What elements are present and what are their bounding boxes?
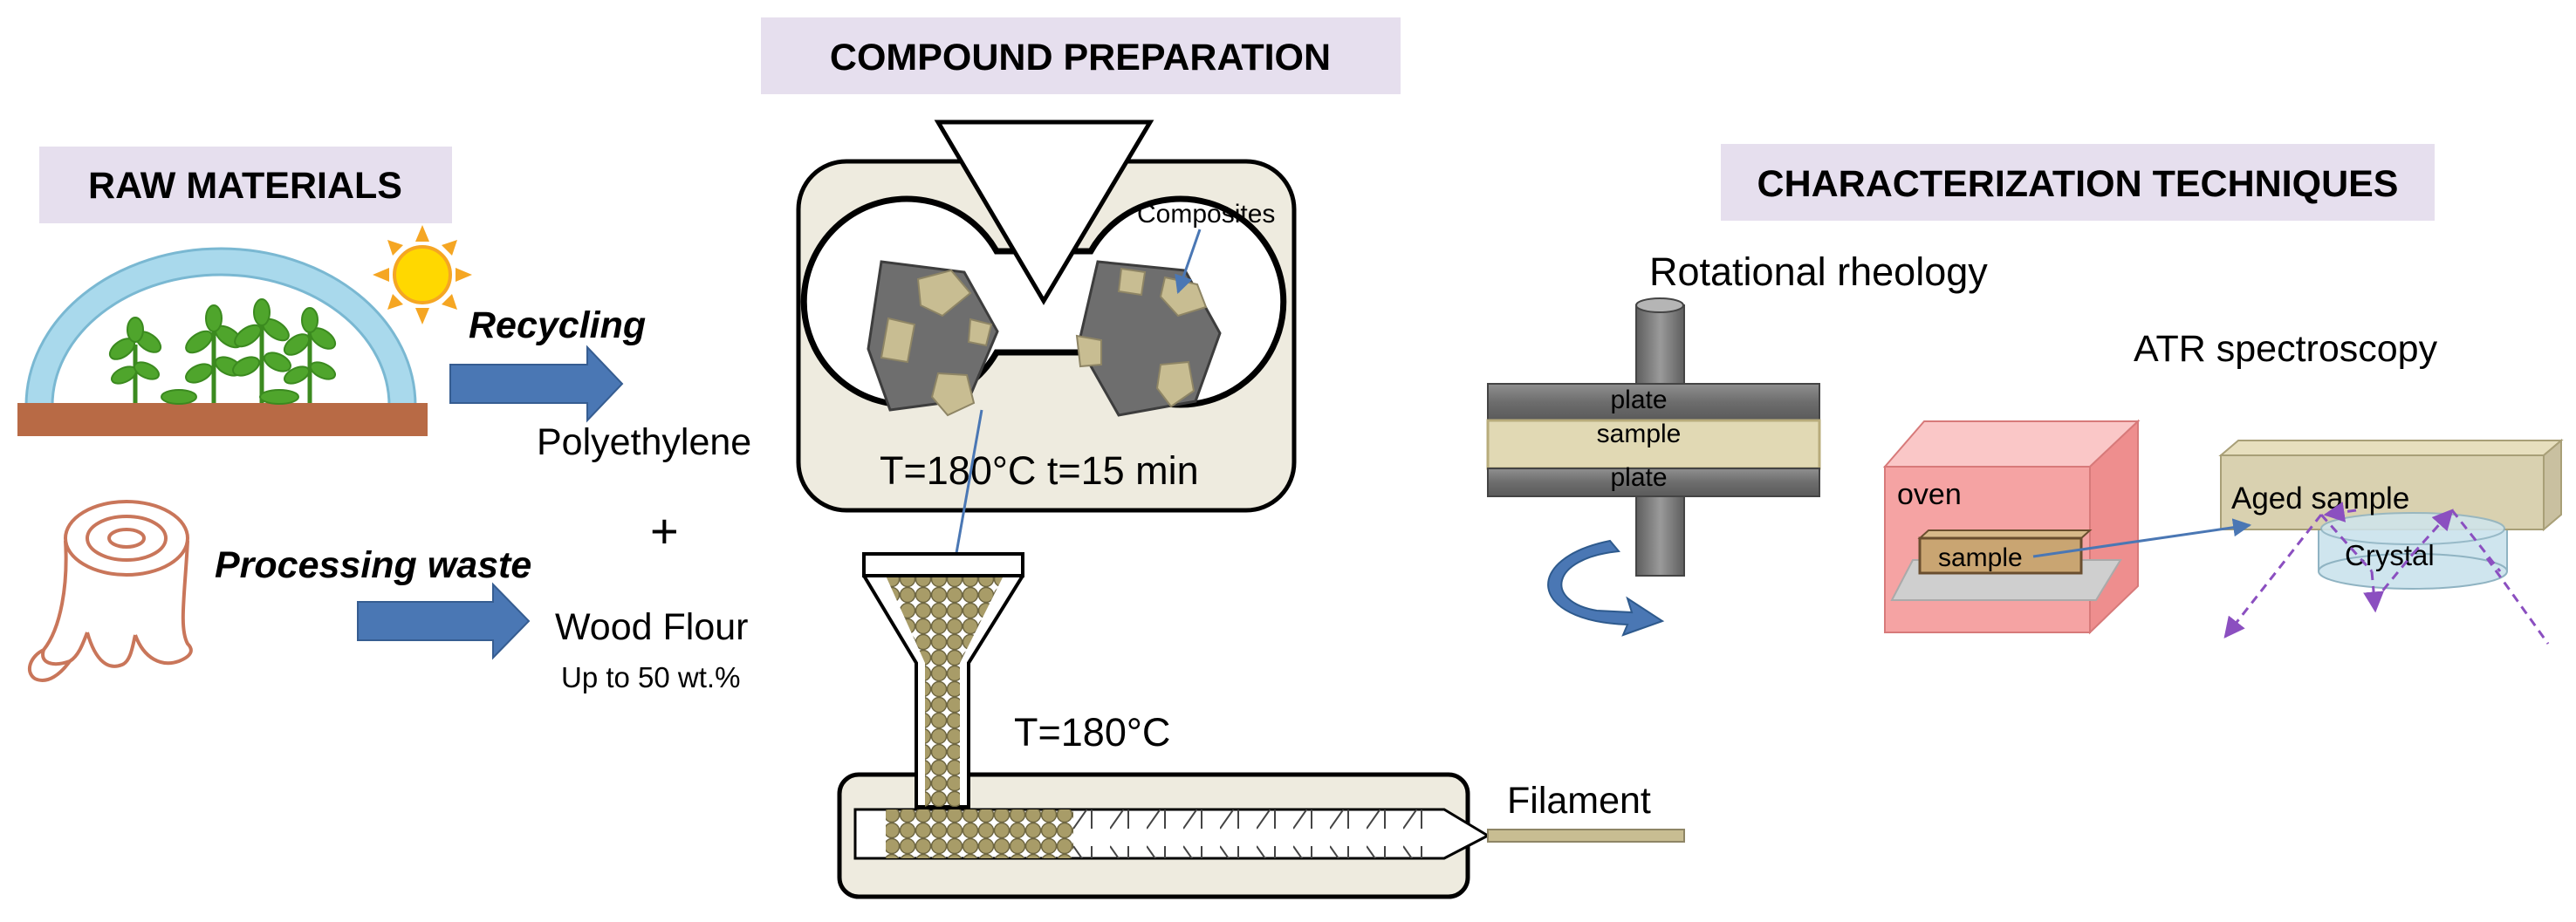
processing-waste-label: Processing waste: [215, 544, 531, 586]
filament-label: Filament: [1507, 780, 1651, 822]
filament: [1487, 829, 1685, 843]
left-rotor: [867, 260, 999, 417]
aged-sample-label: Aged sample: [2231, 481, 2409, 516]
rheology-sample: [1486, 419, 1821, 470]
plus-sign: +: [650, 503, 679, 558]
atr-title: ATR spectroscopy: [2134, 328, 2438, 370]
mixer-hopper: [934, 120, 1154, 305]
oven-to-atr-arrow: [2032, 518, 2252, 558]
composites-pointer: [1175, 229, 1202, 294]
right-rotor: [1075, 260, 1222, 417]
crystal-label: Crystal: [2345, 539, 2435, 571]
plate-bottom-label: plate: [1610, 463, 1667, 492]
rheology-sample-label: sample: [1597, 420, 1682, 448]
raw-materials-section: RAW MATERIALS: [17, 147, 751, 693]
composites-label: Composites: [1137, 200, 1275, 229]
sun-icon: [373, 225, 472, 324]
extruder-temperature: T=180°C: [1014, 710, 1170, 755]
atr-cell: [2218, 438, 2564, 590]
wood-flour-amount: Up to 50 wt.%: [561, 661, 740, 693]
oven-label: oven: [1897, 478, 1962, 511]
rotation-arrow-icon: [1547, 539, 1665, 637]
polyethylene-label: Polyethylene: [537, 421, 751, 463]
aged-sample: [2218, 440, 2564, 456]
screw: [1073, 809, 1440, 858]
raw-materials-header: RAW MATERIALS: [88, 165, 402, 207]
bottom-plate: [1487, 468, 1820, 497]
top-plate: [1487, 383, 1820, 421]
rheology-title: Rotational rheology: [1649, 249, 1988, 294]
characterization-header: CHARACTERIZATION TECHNIQUES: [1757, 163, 2399, 205]
tree-stump-icon: [27, 500, 193, 682]
compound-preparation-header: COMPOUND PREPARATION: [830, 37, 1331, 79]
mixer-conditions: T=180°C t=15 min: [880, 448, 1199, 493]
characterization-section: CHARACTERIZATION TECHNIQUES Rotational r…: [1486, 144, 2564, 645]
compound-preparation-section: COMPOUND PREPARATION: [761, 17, 1685, 899]
feed-hopper: [862, 552, 1024, 809]
oven-sample-label: sample: [1938, 543, 2023, 572]
internal-mixer: [796, 120, 1297, 513]
pellets-in-barrel: [886, 809, 1073, 858]
compound-preparation-header-bg: [761, 17, 1401, 94]
wood-flour-label: Wood Flour: [555, 606, 748, 648]
characterization-header-bg: [1721, 144, 2435, 221]
oven: [1882, 419, 2141, 635]
recycling-arrow: [449, 345, 624, 423]
processing-waste-arrow: [357, 582, 531, 660]
plate-top-label: plate: [1610, 386, 1667, 414]
ir-beam: [2223, 502, 2550, 645]
extruder: [837, 772, 1685, 899]
rheometer: [1486, 297, 1821, 637]
raw-materials-header-bg: [39, 147, 452, 223]
greenhouse-icon: [17, 247, 428, 436]
recycling-label: Recycling: [469, 304, 646, 346]
